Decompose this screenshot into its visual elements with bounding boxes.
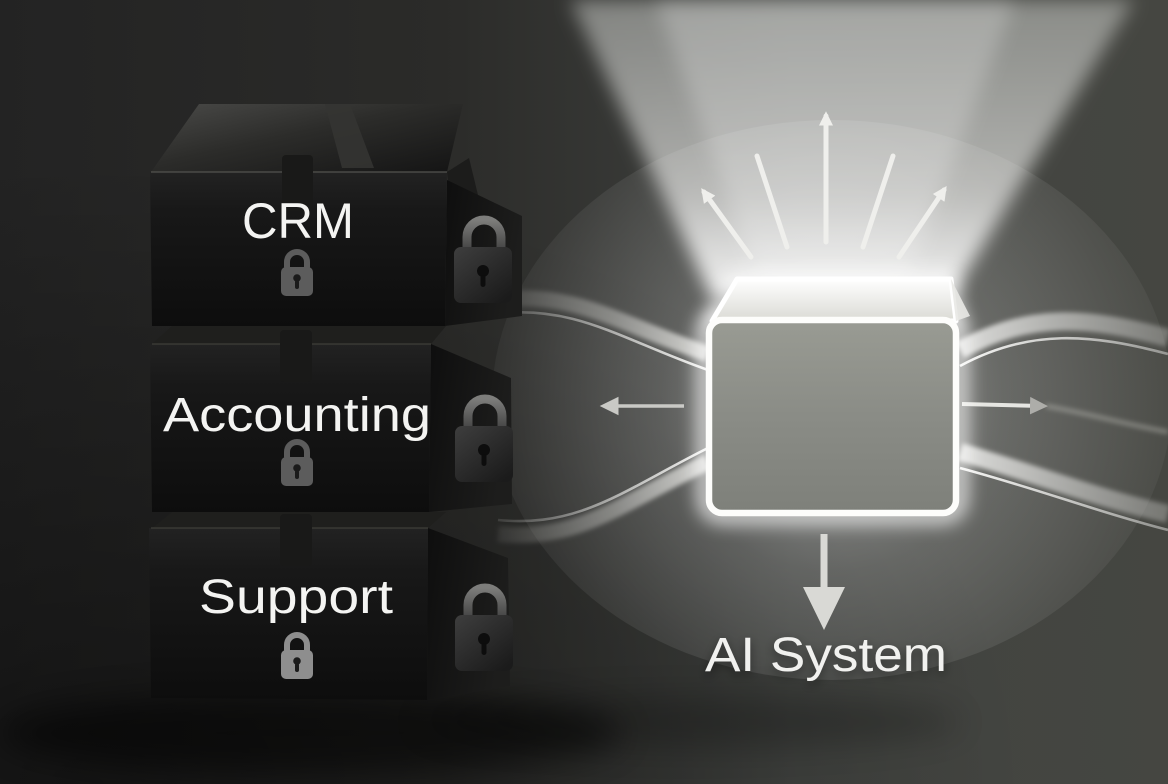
ai-box-lid-flap <box>951 279 970 321</box>
box-front-face <box>150 344 431 512</box>
floor-shadow <box>0 691 960 775</box>
tape-strip <box>325 104 374 168</box>
ai-box-front <box>705 316 960 517</box>
box-label-accounting: Accounting <box>163 389 431 442</box>
source-box-crm: CRM <box>150 104 522 326</box>
ray <box>896 186 947 260</box>
ray <box>754 153 790 250</box>
ribbon-edge <box>959 336 1168 368</box>
arrow-right-icon <box>961 396 1048 415</box>
ribbon-edge <box>959 466 1168 532</box>
ribbon <box>957 443 1168 523</box>
box-label-crm: CRM <box>242 193 354 249</box>
tape-tab <box>280 330 312 382</box>
arrow-down-icon <box>803 534 845 630</box>
box-top-face <box>151 104 463 172</box>
box-front-face <box>150 172 447 326</box>
ray <box>860 153 896 250</box>
source-box-support: Support <box>149 512 513 700</box>
source-box-accounting: Accounting <box>150 326 513 512</box>
ribbon <box>497 454 712 543</box>
data-flow-ribbons-left <box>493 290 712 543</box>
ribbon <box>955 312 1168 358</box>
data-flow-ribbons-right <box>955 312 1168 532</box>
ai-box-lid <box>709 276 959 324</box>
tape-tab <box>280 514 312 566</box>
ray <box>701 188 754 260</box>
ai-box-label: AI System <box>705 629 947 682</box>
ribbon-tail <box>1045 403 1168 435</box>
ribbon-edge <box>497 446 709 523</box>
box-label-support: Support <box>199 571 393 624</box>
ai-box <box>698 274 970 523</box>
light-rays-icon <box>701 111 947 260</box>
box-front-face <box>149 528 428 700</box>
ribbon <box>493 290 711 362</box>
tape-tab <box>282 155 313 211</box>
ribbon-edge <box>493 311 709 372</box>
